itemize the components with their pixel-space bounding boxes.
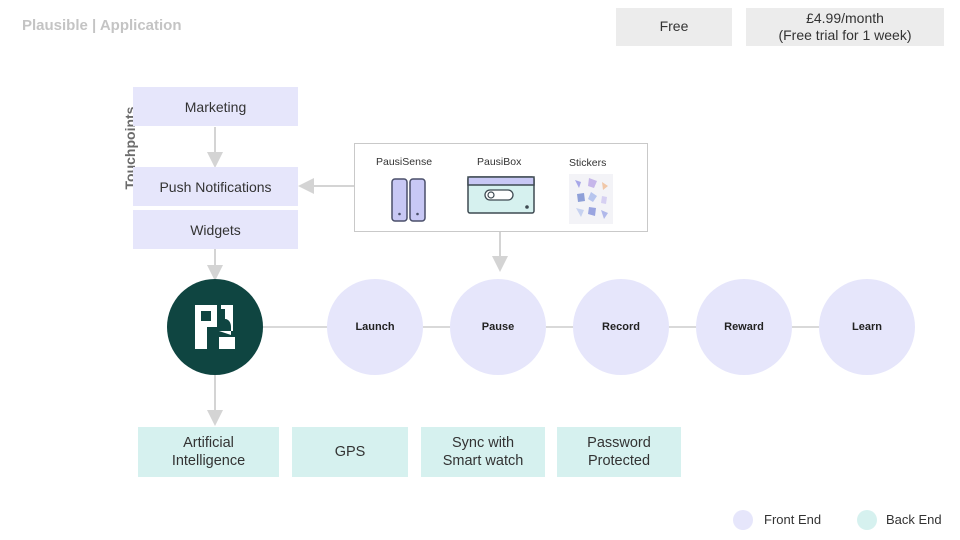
backend-sync-smart-watch: Sync with Smart watch (421, 427, 545, 477)
page-title: Plausible | Application (22, 17, 182, 34)
backend-label-line2: Protected (587, 453, 651, 469)
backend-label: GPS (334, 443, 366, 460)
backend-label-line2: Smart watch (442, 453, 524, 469)
backend-password-protected: Password Protected (557, 427, 681, 477)
touchpoint-label: Widgets (190, 221, 241, 238)
pausibox-icon (467, 176, 535, 214)
step-label: Pause (481, 321, 515, 333)
plan-paid-price: £4.99/month (806, 9, 884, 26)
touchpoint-marketing: Marketing (133, 87, 298, 126)
backend-label-line1: Artificial (183, 434, 234, 451)
stickers-icon (569, 174, 613, 224)
device-label-pausibox: PausiBox (477, 156, 522, 168)
legend-front-end-swatch (733, 510, 753, 530)
touchpoint-push-notifications: Push Notifications (133, 167, 298, 206)
plan-paid: £4.99/month (Free trial for 1 week) (746, 8, 944, 46)
step-label: Launch (355, 321, 395, 333)
backend-gps: GPS (292, 427, 408, 477)
step-record: Record (573, 279, 669, 375)
pausisense-icon (391, 178, 426, 222)
legend-back-end-swatch (857, 510, 877, 530)
step-launch: Launch (327, 279, 423, 375)
step-learn: Learn (819, 279, 915, 375)
backend-label-line2: Intelligence (171, 453, 246, 469)
touchpoint-label: Push Notifications (159, 178, 272, 195)
touchpoint-label: Marketing (184, 98, 247, 115)
legend-front-end-label: Front End (764, 512, 822, 527)
backend-label-line1: Sync with (451, 434, 515, 451)
plan-paid-trial: (Free trial for 1 week) (778, 27, 912, 43)
backend-artificial-intelligence: Artificial Intelligence (138, 427, 279, 477)
plausible-logo-icon (167, 279, 263, 375)
step-label: Record (602, 321, 640, 333)
devices-box: PausiSense PausiBox Stickers (354, 143, 648, 232)
device-label-stickers: Stickers (569, 157, 607, 169)
device-label-pausisense: PausiSense (376, 156, 433, 168)
backend-label-line1: Password (587, 434, 651, 451)
plan-free-label: Free (659, 18, 689, 35)
step-pause: Pause (450, 279, 546, 375)
legend-back-end-label: Back End (886, 512, 942, 527)
step-label: Reward (724, 321, 764, 333)
step-label: Learn (852, 321, 882, 333)
touchpoint-widgets: Widgets (133, 210, 298, 249)
step-reward: Reward (696, 279, 792, 375)
plan-free: Free (616, 8, 732, 46)
